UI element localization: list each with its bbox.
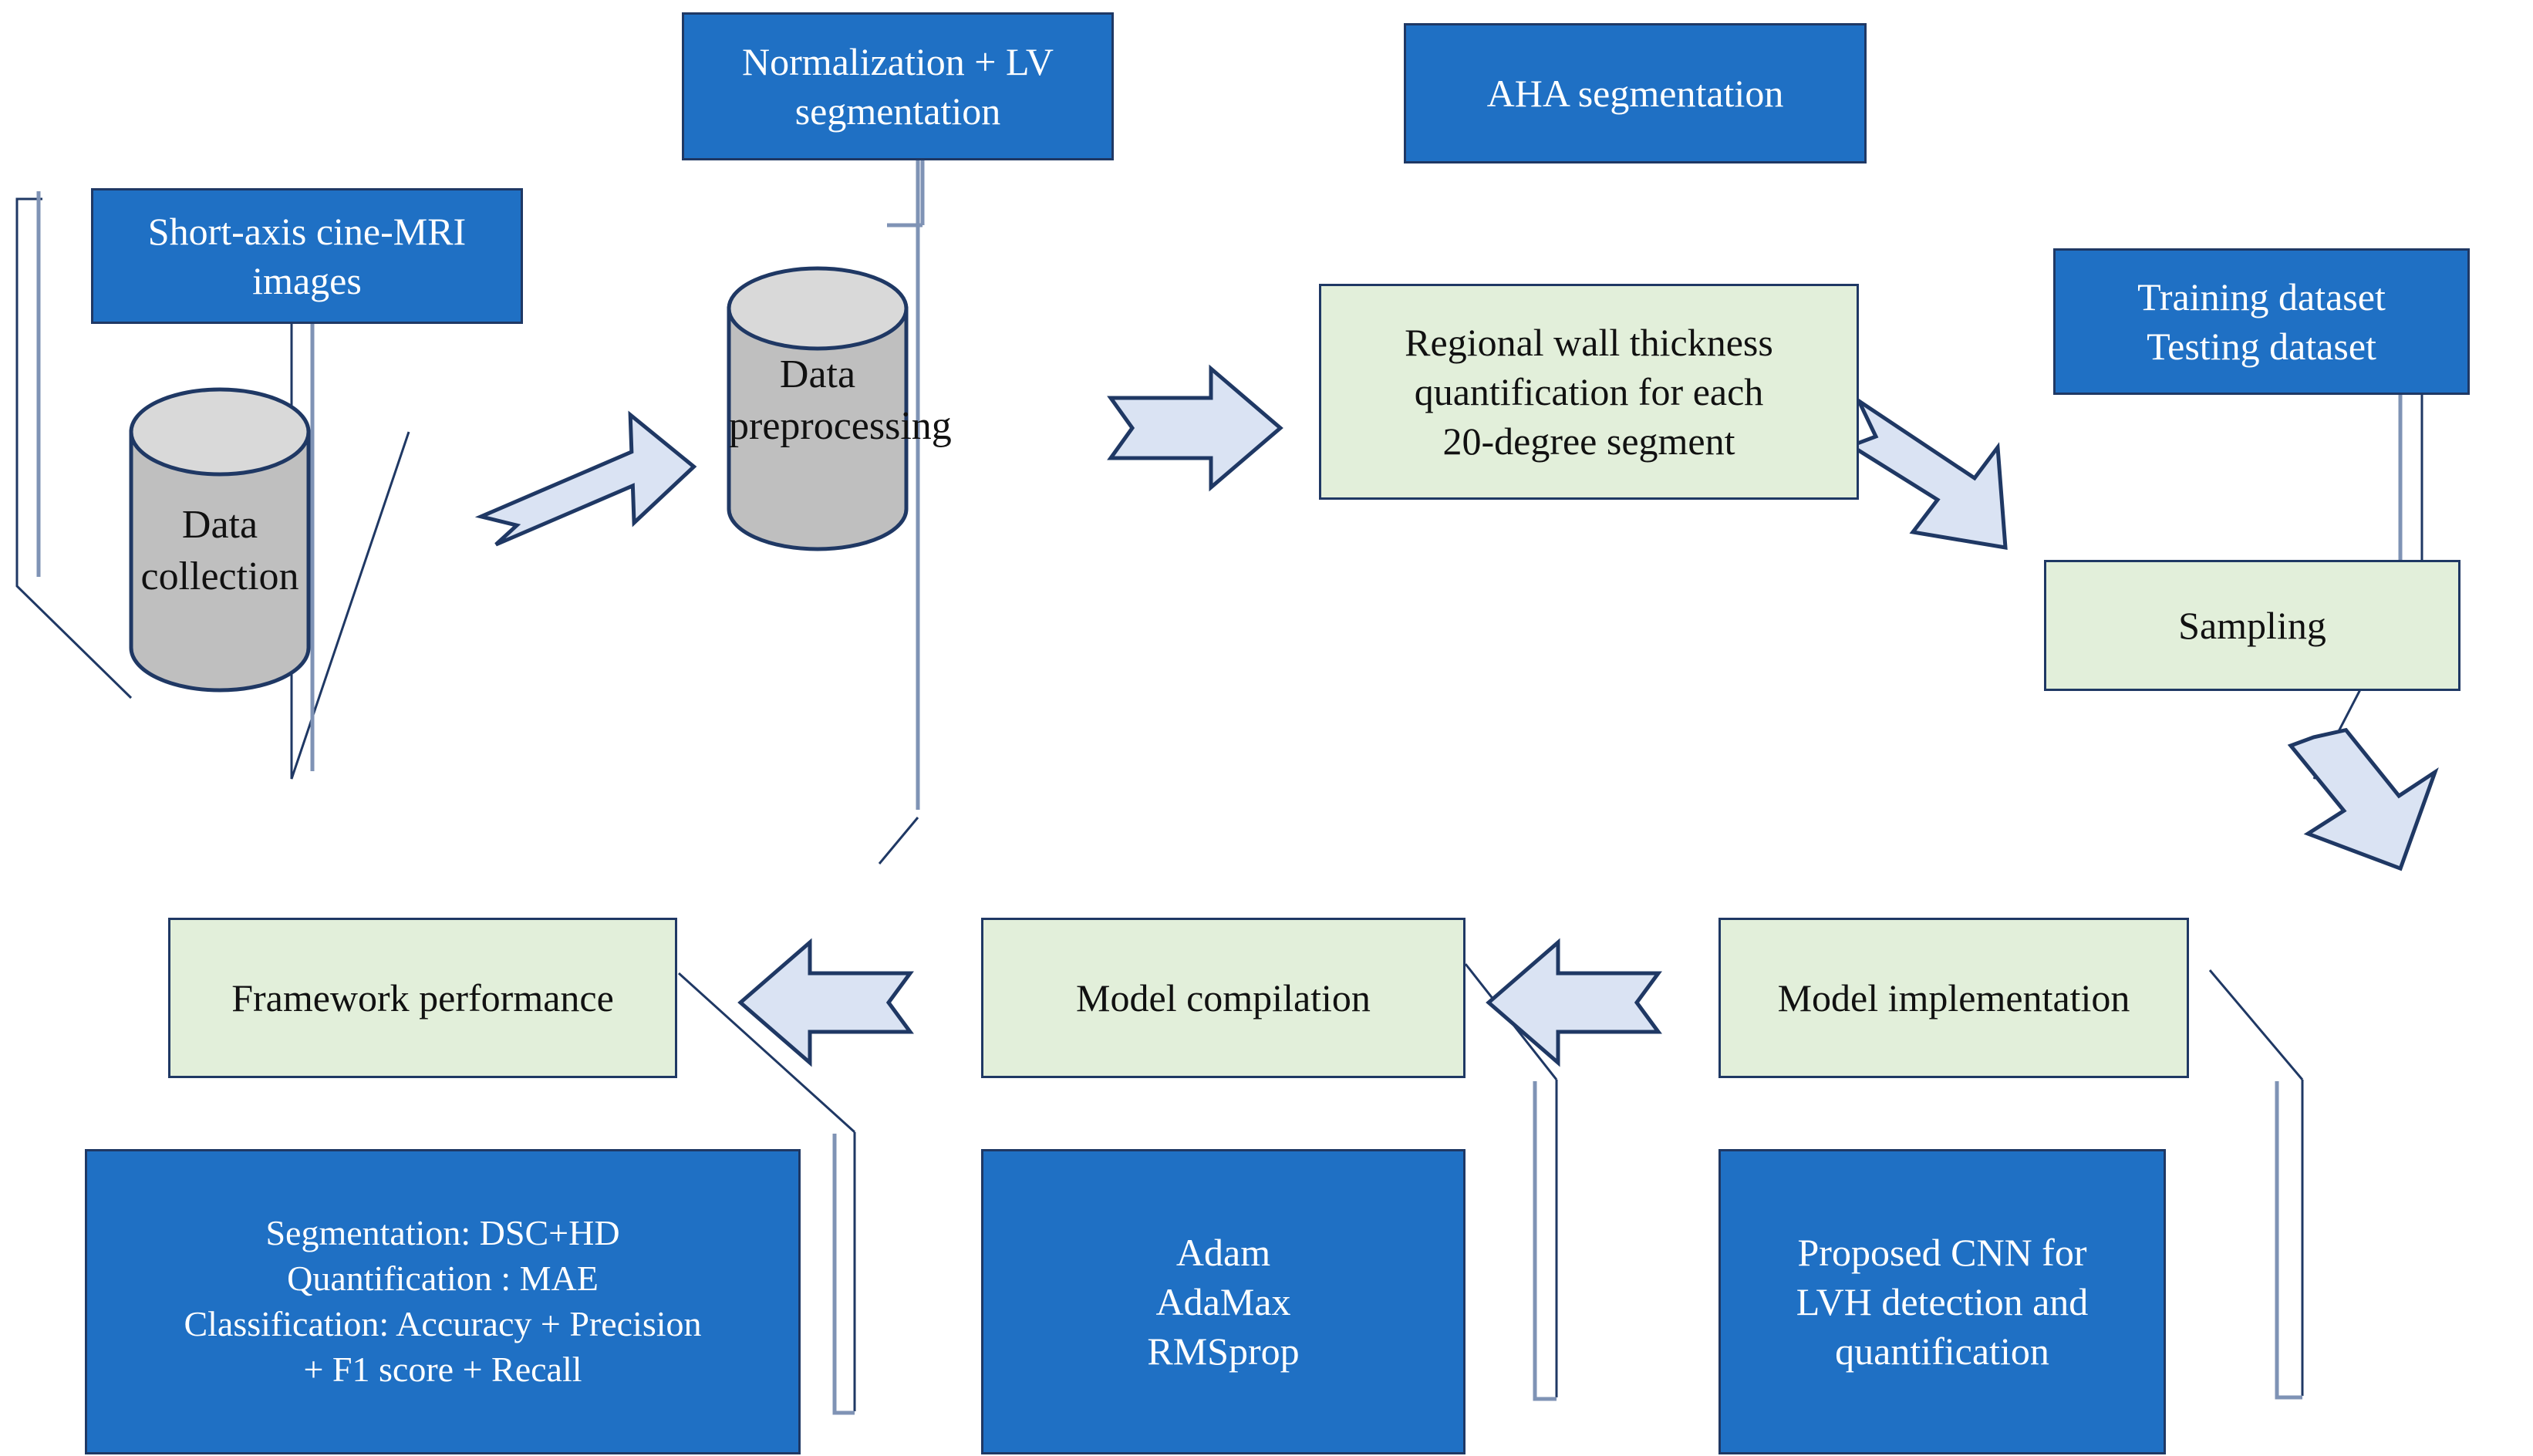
callout-proposed-cnn-to-model-implementation (2208, 969, 2304, 1400)
node-data-collection-label: Data collection (131, 503, 309, 598)
normalization-line1: Normalization + LV (741, 40, 1054, 83)
node-normalization-text: Normalization + LV segmentation (684, 37, 1111, 136)
callout-short-axis-to-data-collection (15, 191, 133, 699)
node-regional-wall-thickness[interactable]: Regional wall thickness quantification f… (1319, 284, 1859, 500)
metrics-classification: Classification: Accuracy + Precision (184, 1304, 702, 1343)
node-metrics-text: Segmentation: DSC+HD Quantification : MA… (87, 1211, 798, 1393)
node-normalization-lv-segmentation[interactable]: Normalization + LV segmentation (682, 12, 1114, 160)
node-metrics[interactable]: Segmentation: DSC+HD Quantification : MA… (85, 1149, 801, 1454)
arrow-sampling-to-model-implementation (2287, 727, 2439, 871)
short-axis-line1: Short-axis cine-MRI (147, 210, 467, 253)
node-optimizers-text: Adam AdaMax RMSprop (983, 1228, 1463, 1376)
proposed-cnn-line3: quantification (1835, 1330, 2049, 1373)
node-short-axis-images[interactable]: Short-axis cine-MRI images (91, 188, 523, 324)
data-preprocessing-line1: Data (779, 352, 856, 397)
node-short-axis-images-text: Short-axis cine-MRI images (93, 207, 521, 305)
callout-metrics-to-framework-performance (677, 972, 856, 1415)
arrow-data-collection-to-preprocessing (474, 410, 697, 547)
metrics-f1-recall: + F1 score + Recall (303, 1349, 582, 1389)
node-framework-performance[interactable]: Framework performance (168, 918, 677, 1078)
training-dataset-line: Training dataset (2137, 275, 2386, 318)
cylinder-data-collection (129, 387, 311, 693)
node-aha-segmentation[interactable]: AHA segmentation (1404, 23, 1867, 163)
node-regional-wall-thickness-text: Regional wall thickness quantification f… (1321, 318, 1857, 466)
model-implementation-text: Model implementation (1777, 976, 2130, 1020)
metrics-quantification: Quantification : MAE (287, 1259, 599, 1299)
metrics-segmentation: Segmentation: DSC+HD (265, 1213, 620, 1253)
node-model-compilation[interactable]: Model compilation (981, 918, 1465, 1078)
arrow-preprocessing-to-wall-thickness (1107, 364, 1283, 492)
node-data-preprocessing-text: Data preprocessing (721, 349, 952, 452)
node-proposed-cnn[interactable]: Proposed CNN for LVH detection and quant… (1718, 1149, 2166, 1454)
proposed-cnn-line2: LVH detection and (1796, 1280, 2089, 1323)
aha-segmentation-text: AHA segmentation (1486, 72, 1784, 115)
cylinder-data-preprocessing (727, 266, 909, 551)
arrow-compilation-to-framework-performance (737, 938, 914, 1067)
node-proposed-cnn-text: Proposed CNN for LVH detection and quant… (1721, 1228, 2164, 1376)
optimizer-adamax: AdaMax (1155, 1280, 1291, 1323)
node-data-preprocessing-label: Data preprocessing (729, 351, 952, 451)
wall-thickness-line3: 20-degree segment (1442, 420, 1735, 463)
short-axis-line2: images (252, 259, 362, 302)
optimizer-adam: Adam (1175, 1231, 1271, 1274)
normalization-line2: segmentation (794, 89, 1001, 133)
proposed-cnn-line1: Proposed CNN for (1797, 1231, 2087, 1274)
data-collection-text: Data collection (140, 503, 299, 598)
sampling-text: Sampling (2178, 604, 2326, 647)
node-training-testing-text: Training dataset Testing dataset (2056, 272, 2467, 371)
model-compilation-text: Model compilation (1076, 976, 1371, 1020)
node-training-testing-dataset[interactable]: Training dataset Testing dataset (2053, 248, 2470, 395)
optimizer-rmsprop: RMSprop (1147, 1330, 1300, 1373)
node-optimizers[interactable]: Adam AdaMax RMSprop (981, 1149, 1465, 1454)
arrow-wall-thickness-to-sampling (1847, 395, 2008, 550)
testing-dataset-line: Testing dataset (2147, 325, 2376, 368)
node-sampling[interactable]: Sampling (2044, 560, 2460, 691)
data-preprocessing-line2: preprocessing (729, 404, 952, 448)
wall-thickness-line1: Regional wall thickness (1405, 321, 1773, 364)
arrow-model-implementation-to-compilation (1486, 938, 1662, 1067)
wall-thickness-line2: quantification for each (1414, 370, 1764, 413)
node-model-implementation[interactable]: Model implementation (1718, 918, 2189, 1078)
framework-performance-text: Framework performance (231, 976, 614, 1020)
